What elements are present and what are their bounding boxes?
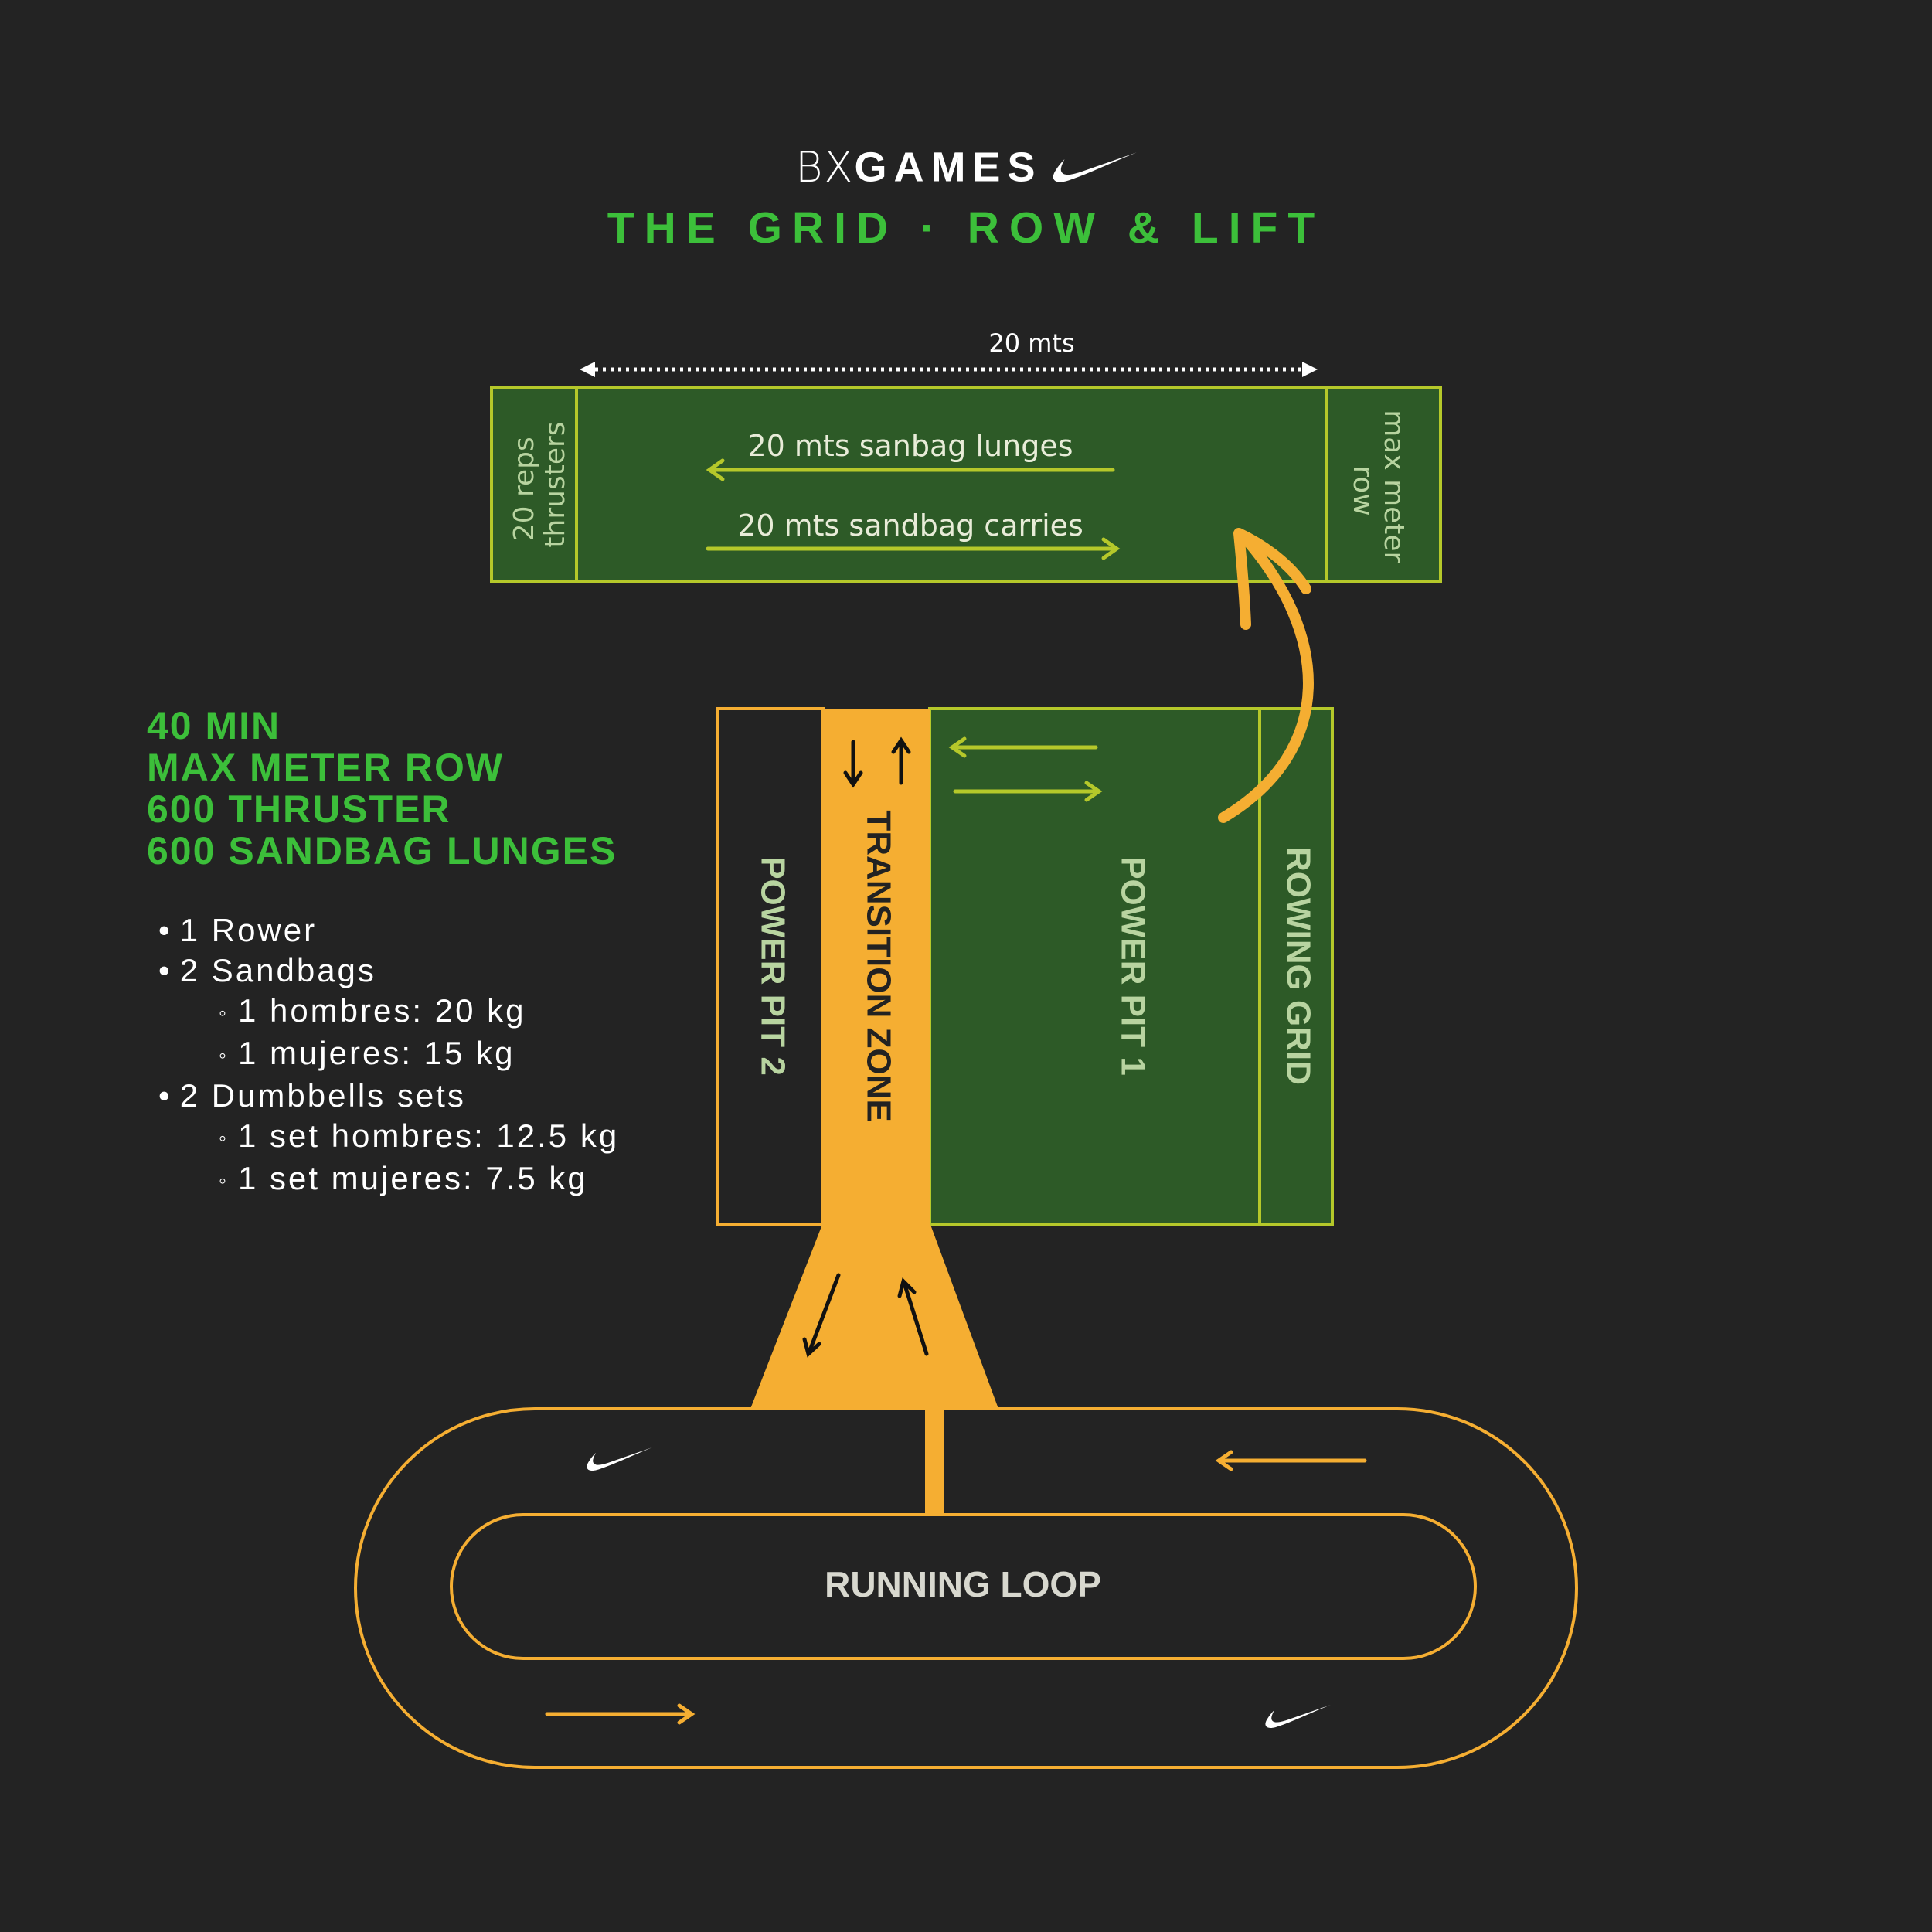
- carries-label: 20 mts sandbag carries: [737, 509, 1083, 543]
- row-label-line2: row: [1347, 465, 1379, 515]
- equipment-item: 1 set hombres: 12.5 kg: [158, 1116, 619, 1158]
- running-loop-track: [354, 1407, 1578, 1769]
- thrusters-station-label: 20 reps thrusters: [509, 421, 571, 547]
- lunges-label: 20 mts sanbag lunges: [747, 429, 1073, 463]
- middle-zones: [716, 707, 1334, 1515]
- brand-bx: BX: [795, 143, 855, 192]
- transition-zone-label: TRANSITION ZONE: [859, 810, 897, 1121]
- loop-arrows: [545, 1450, 1367, 1725]
- workout-line: 600 THRUSTER: [147, 787, 451, 831]
- equipment-item: 1 set mujeres: 7.5 kg: [158, 1158, 619, 1201]
- row-station-label: max meter row: [1347, 410, 1410, 572]
- lunges-arrow: [706, 458, 1115, 481]
- curved-transfer-arrow: [1218, 528, 1314, 823]
- equipment-item: 1 hombres: 20 kg: [158, 991, 619, 1033]
- swoosh-icon: [1053, 151, 1137, 182]
- equipment-item: 2 Dumbbells sets: [158, 1076, 619, 1116]
- workout-line: MAX METER ROW: [147, 746, 505, 789]
- transition-arrows: [802, 736, 929, 1358]
- power-pit-1-label: POWER PIT 1: [1114, 856, 1151, 1076]
- thrusters-label-line2: thrusters: [539, 421, 571, 547]
- carries-arrow: [706, 537, 1121, 560]
- distance-label: 20 mts: [988, 328, 1074, 358]
- page-title: THE GRID · ROW & LIFT: [607, 203, 1325, 253]
- brand-logo: BXGAMES: [0, 143, 1932, 197]
- top-lane: [490, 386, 1442, 583]
- equipment-item: 1 Rower: [158, 910, 619, 951]
- workout-line: 40 MIN: [147, 704, 281, 747]
- rowing-grid-label: ROWING GRID: [1279, 847, 1317, 1085]
- equipment-item: 2 Sandbags: [158, 951, 619, 991]
- row-label-line1: max meter: [1378, 410, 1410, 563]
- thrusters-label-line1: 20 reps: [509, 437, 540, 541]
- brand-games: GAMES: [854, 144, 1043, 191]
- swoosh-icon: [587, 1447, 652, 1471]
- equipment-item: 1 mujeres: 15 kg: [158, 1033, 619, 1076]
- power-pit-2-label: POWER PIT 2: [753, 856, 791, 1076]
- swoosh-icon: [1265, 1705, 1331, 1729]
- running-loop-label: RUNNING LOOP: [825, 1564, 1101, 1604]
- equipment-list: 1 Rower2 Sandbags1 hombres: 20 kg1 mujer…: [158, 910, 619, 1201]
- power-pit-1-arrows: [948, 736, 1103, 802]
- workout-line: 600 SANDBAG LUNGES: [147, 829, 617, 872]
